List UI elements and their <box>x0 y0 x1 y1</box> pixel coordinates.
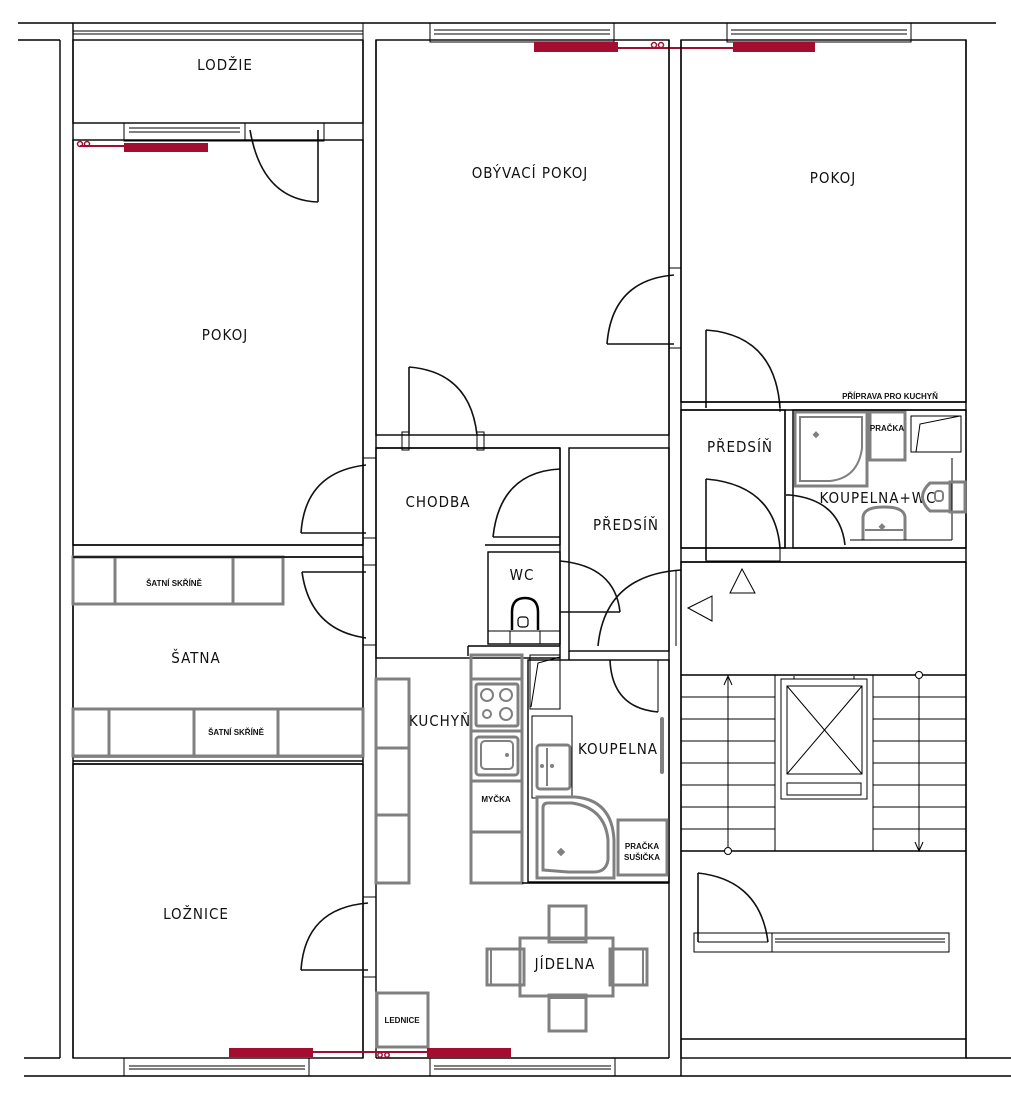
room-label-wc: WC <box>510 566 535 584</box>
room-label-jidelna: JÍDELNA <box>534 954 596 973</box>
room-label-loznice: LOŽNICE <box>163 904 229 923</box>
staircase-area <box>680 561 967 1059</box>
door-entrance-main <box>597 569 682 647</box>
kitchen-sink <box>474 735 520 777</box>
room-label-koupelna: KOUPELNA <box>578 740 658 758</box>
cooktop <box>474 682 520 728</box>
washer-dryer-label-1: PRAČKA <box>625 842 659 851</box>
room-lodzie <box>72 39 364 124</box>
room-label-lodzie: LODŽIE <box>197 55 253 74</box>
room-label-pokoj-left: POKOJ <box>202 326 248 344</box>
door-chodba-to-predsin <box>485 448 561 546</box>
top-windows <box>72 22 912 43</box>
sink-koupelna-wc <box>861 505 907 540</box>
stairs-left <box>681 674 775 855</box>
dining-table <box>485 904 649 1033</box>
balcony-door <box>123 122 325 203</box>
room-chodba <box>375 447 561 659</box>
kitchen-counter <box>469 653 524 885</box>
radiator-bottom <box>229 1048 511 1058</box>
toilet-koupelna-wc <box>921 458 967 540</box>
radiator-top <box>534 41 815 52</box>
door-staircase-bottom <box>693 872 950 953</box>
door-pokoj-right <box>705 329 781 412</box>
wardrobe-top-label: ŠATNÍ SKŘÍNĚ <box>146 579 203 588</box>
fridge <box>375 991 430 1049</box>
room-label-kuchyn: KUCHYŇ <box>409 711 471 730</box>
washbasin-koupelna <box>535 743 572 791</box>
room-label-satna: ŠATNA <box>171 648 220 667</box>
room-label-chodba: CHODBA <box>405 493 470 511</box>
door-wc <box>559 560 621 613</box>
door-obyvaci-to-chodba <box>401 366 485 451</box>
corner-bath-koupelna <box>535 795 616 880</box>
pracka-label: PRAČKA <box>870 424 904 433</box>
shower-koupelna-wc <box>793 410 869 488</box>
room-pokoj-right <box>680 39 967 403</box>
radiator-pokoj-left <box>76 140 208 152</box>
door-koupelna-wc <box>786 494 952 546</box>
elevator-shaft <box>774 674 874 852</box>
room-predsin-right <box>680 409 786 549</box>
kitchen-prep-counter <box>910 415 962 453</box>
door-koupelna <box>573 659 669 713</box>
room-predsin-center <box>568 447 670 652</box>
bottom-windows <box>123 1057 616 1077</box>
door-pokoj-left <box>300 457 377 539</box>
stairs-right <box>873 671 966 853</box>
room-label-predsin-right: PŘEDSÍŇ <box>707 437 773 456</box>
mycka-label: MYČKA <box>481 795 511 804</box>
wardrobe-bottom-label: ŠATNÍ SKŘÍNĚ <box>208 728 265 737</box>
door-satna <box>301 564 377 646</box>
landing-triangles <box>686 567 756 622</box>
room-label-predsin-center: PŘEDSÍŇ <box>593 515 659 534</box>
kitchen-cabinets-left <box>374 677 411 885</box>
toilet-wc <box>488 596 560 644</box>
room-wc <box>487 551 561 645</box>
priprava-pro-kuchyn-note: PŘÍPRAVA PRO KUCHYŇ <box>842 392 938 401</box>
door-loznice <box>300 896 377 978</box>
room-label-obyvaci-pokoj: OBÝVACÍ POKOJ <box>472 163 589 182</box>
room-obyvaci-pokoj <box>375 39 670 436</box>
pracka-koupelna-wc <box>868 410 907 462</box>
door-obyvaci-to-pokoj <box>606 267 682 349</box>
fridge-label: LEDNICE <box>384 1016 420 1025</box>
washer-dryer <box>616 818 669 877</box>
room-label-pokoj-right: POKOJ <box>810 169 856 187</box>
washer-dryer-label-2: SUŠIČKA <box>624 853 660 862</box>
room-label-koupelna-wc: KOUPELNA+WC <box>819 489 936 507</box>
wardrobe-bottom <box>71 707 365 758</box>
